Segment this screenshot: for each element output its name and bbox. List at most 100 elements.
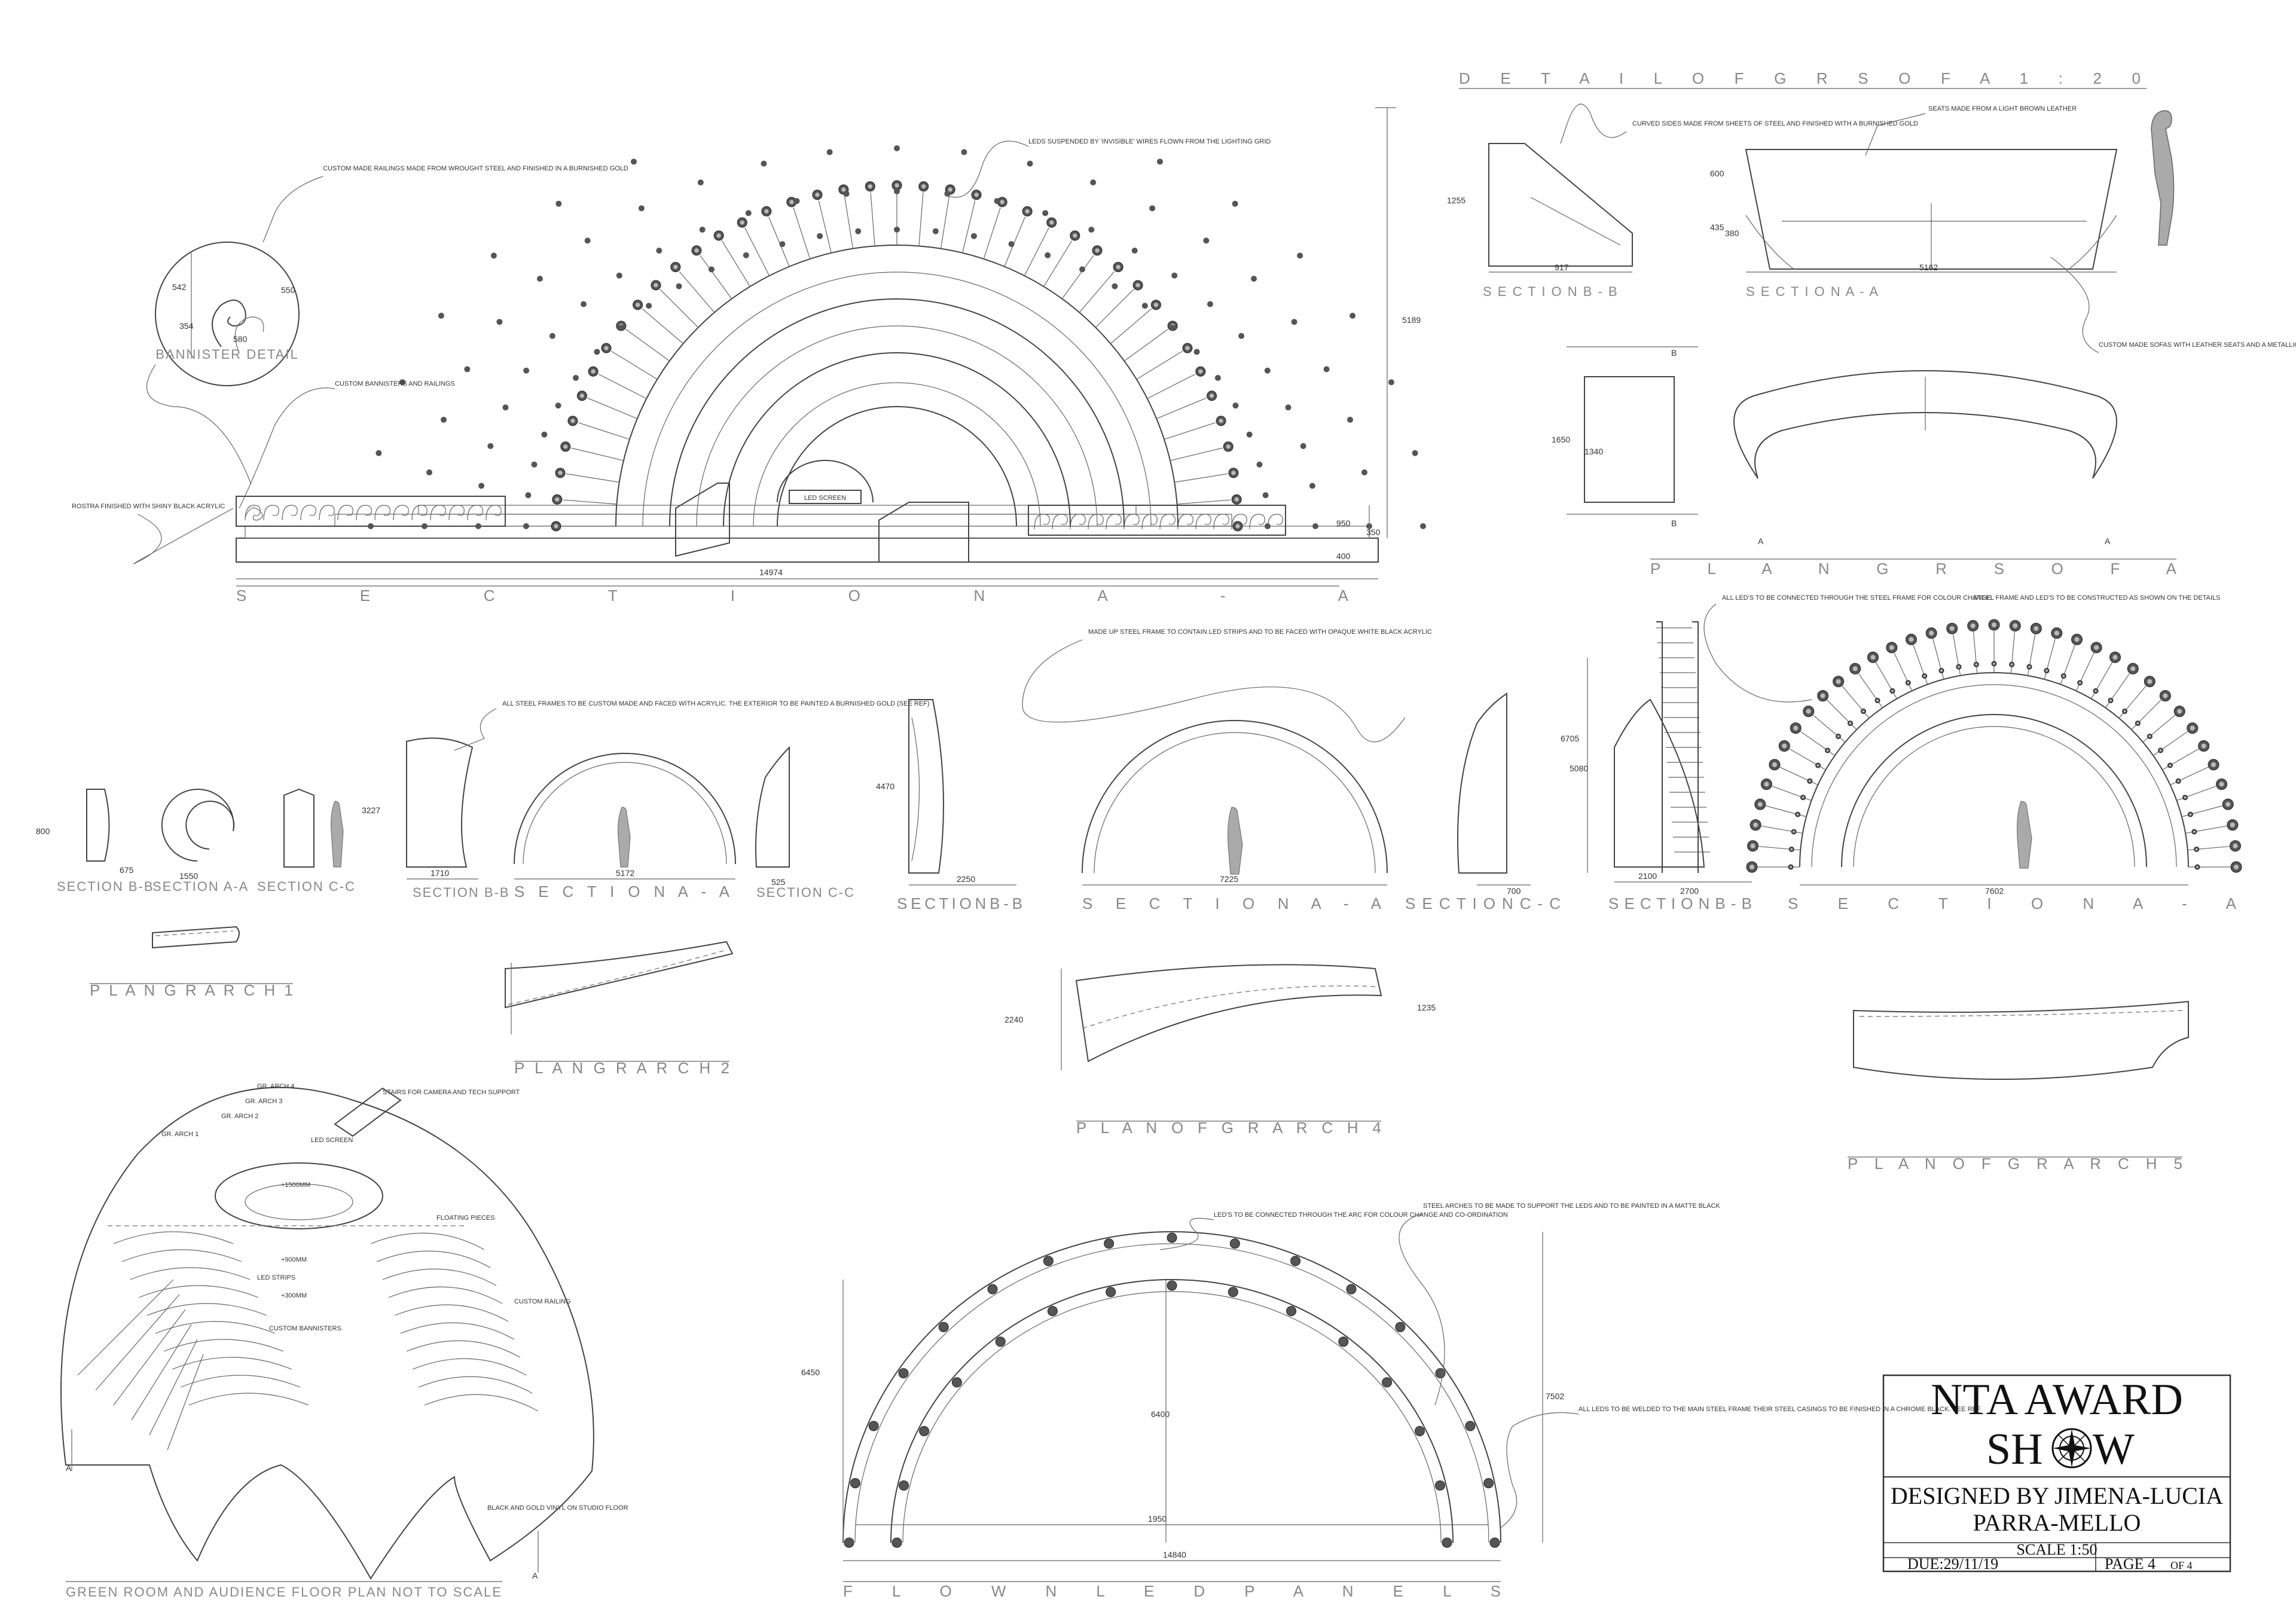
led-dot-icon — [646, 303, 652, 309]
led-dot-icon — [1420, 523, 1426, 529]
led-dot-icon — [1131, 248, 1138, 254]
led-light-icon — [1788, 846, 1794, 852]
mark-fp-a-left: A — [66, 1463, 72, 1473]
led-light-icon — [812, 190, 823, 200]
caption-floor-plan: GREEN ROOM AND AUDIENCE FLOOR PLAN NOT T… — [66, 1585, 502, 1599]
led-dot-icon — [843, 191, 850, 197]
note-leds-welded: ALL LEDS TO BE WELDED TO THE MAIN STEEL … — [1578, 1406, 1981, 1413]
led-light-icon — [1113, 262, 1123, 273]
dim-a1-1550: 1550 — [179, 871, 198, 881]
caption-sofa-aa: S E C T I O N A - A — [1746, 284, 1879, 299]
led-light-icon — [1092, 245, 1103, 256]
led-light-icon — [1778, 740, 1790, 752]
led-light-icon — [555, 468, 566, 478]
led-dot-icon — [1203, 237, 1210, 244]
led-light-icon — [2191, 829, 2197, 835]
led-light-icon — [1795, 811, 1801, 817]
led-dot-icon — [475, 523, 481, 529]
led-dot-icon — [1045, 252, 1051, 258]
led-light-icon — [1849, 663, 1861, 674]
led-light-icon — [1905, 680, 1911, 686]
dim-main-400: 400 — [1336, 551, 1351, 561]
scale-figure-icon — [2017, 801, 2032, 869]
led-light-icon — [1790, 722, 1802, 734]
led-light-icon — [2198, 740, 2210, 752]
designer-line-2: PARRA-MELLO — [1973, 1509, 2141, 1536]
dim-a4-5080: 5080 — [1570, 764, 1588, 773]
led-light-icon — [1231, 494, 1242, 505]
led-dot-icon — [502, 404, 509, 411]
led-light-icon — [1973, 661, 1979, 667]
led-dot-icon — [961, 149, 967, 155]
dim-fp-plus1: +1500MM — [281, 1182, 310, 1189]
led-light-icon — [971, 190, 982, 200]
led-dot-icon — [375, 450, 382, 456]
led-dot-icon — [638, 205, 645, 212]
led-light-icon — [567, 416, 578, 426]
caption-a3-bb: S E C T I O N B - B — [897, 895, 1022, 912]
led-dot-icon — [555, 200, 562, 207]
led-dot-icon — [581, 301, 587, 307]
bannister-detail: 542 550 354 580 BANNISTER DETAIL — [146, 242, 300, 485]
led-dot-icon — [994, 198, 1000, 204]
led-dot-icon — [1171, 272, 1178, 279]
led-dot-icon — [793, 198, 800, 204]
led-light-icon — [2222, 798, 2234, 810]
led-dot-icon — [743, 252, 749, 258]
dim-sofa-435: 435 — [1710, 222, 1724, 232]
led-light-icon — [2044, 668, 2050, 674]
due-date: DUE:29/11/19 — [1907, 1555, 1998, 1573]
led-dot-icon — [631, 158, 637, 165]
led-dot-icon — [1347, 416, 1353, 423]
led-dot-icon — [938, 1321, 949, 1332]
led-light-icon — [576, 390, 587, 401]
caption-detail-sofa: D E T A I L O F G R S O F A 1 : 2 0 — [1459, 69, 2141, 87]
led-dot-icon — [1483, 1478, 1494, 1489]
dim-a4-6705: 6705 — [1561, 734, 1579, 743]
led-dot-icon — [368, 523, 374, 529]
led-dot-icon — [1169, 325, 1176, 331]
led-dot-icon — [478, 483, 485, 489]
caption-plan-sofa: P L A N G R S O F A — [1650, 560, 2177, 578]
led-dot-icon — [932, 228, 939, 234]
led-light-icon — [1800, 795, 1806, 801]
note-fp-arch3: GR. ARCH 3 — [245, 1098, 282, 1105]
led-dot-icon — [1412, 450, 1418, 456]
led-light-icon — [1746, 861, 1758, 873]
led-dot-icon — [1246, 431, 1253, 438]
led-light-icon — [1938, 668, 1944, 674]
right-railing — [1028, 505, 1286, 536]
caption-plan-arch-5: P L A N O F G R A R C H 5 — [1848, 1155, 2182, 1173]
gr-arch-1: 800 675 1550 SECTION B-B SECTION A-A SEC… — [36, 788, 355, 999]
led-dot-icon — [438, 313, 444, 319]
led-dot-icon — [1047, 1306, 1058, 1317]
note-fp-custom-railing: CUSTOM RAILING — [514, 1298, 571, 1305]
led-dot-icon — [464, 366, 471, 373]
mark-a-left: A — [1758, 536, 1764, 546]
led-light-icon — [1836, 733, 1842, 739]
led-light-icon — [1228, 468, 1239, 478]
led-light-icon — [2182, 795, 2188, 801]
led-light-icon — [713, 230, 724, 241]
led-dot-icon — [1323, 366, 1330, 373]
dim-a4-2100: 2100 — [1638, 871, 1657, 881]
led-dot-icon — [1232, 402, 1239, 409]
led-light-icon — [2229, 840, 2241, 852]
note-banisters: CUSTOM BANNISTERS AND RAILINGS — [335, 380, 455, 387]
led-dot-icon — [441, 416, 447, 423]
led-dot-icon — [399, 379, 406, 386]
note-fp-arch4: GR. ARCH 4 — [257, 1083, 294, 1090]
led-light-icon — [1867, 651, 1879, 663]
led-dot-icon — [555, 402, 561, 409]
led-light-icon — [2227, 819, 2239, 831]
led-dot-icon — [1435, 1368, 1446, 1379]
led-light-icon — [2122, 709, 2128, 715]
led-dot-icon — [1309, 483, 1315, 489]
led-dot-icon — [951, 1377, 962, 1388]
led-dot-icon — [1104, 1238, 1115, 1249]
led-dot-icon — [850, 1478, 860, 1489]
led-light-icon — [1788, 864, 1794, 870]
dim-led-14840: 14840 — [1163, 1550, 1186, 1559]
led-light-icon — [1754, 798, 1766, 810]
led-light-icon — [786, 197, 797, 207]
